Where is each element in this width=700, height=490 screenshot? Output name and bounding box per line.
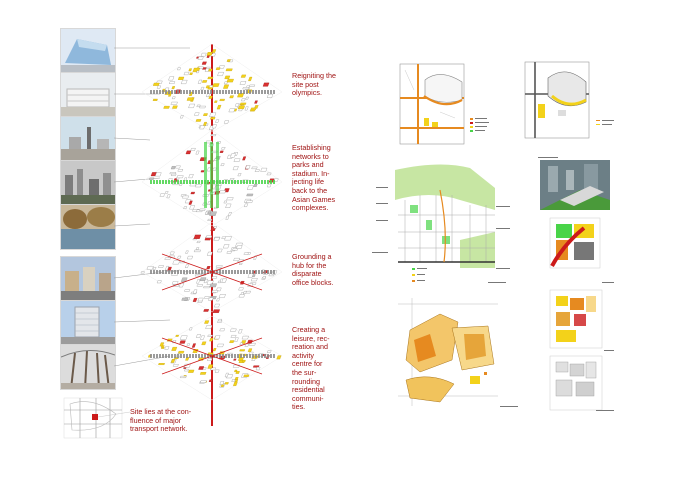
- layer-leisure: [141, 315, 283, 401]
- stadium-facade-photo: [60, 72, 116, 118]
- leader-line: [113, 137, 151, 141]
- plaza-photo: [60, 116, 116, 162]
- water-cube-stadium-photo: [60, 28, 116, 74]
- office-tower-photo: [60, 300, 116, 346]
- caption-reigniting-site: Reigniting the site post olympics.: [292, 71, 336, 98]
- caption-leisure-centre: Creating a leisure, rec- reation and act…: [292, 325, 330, 412]
- layer-reigniting: [141, 43, 283, 133]
- landscape-master-plan: [372, 162, 510, 283]
- leader-line: [113, 223, 151, 227]
- program-diagram: [549, 217, 614, 283]
- context-plan-right: [524, 61, 614, 139]
- massing-plan-right-bottom: [549, 355, 614, 411]
- massing-plan-left: [398, 298, 518, 407]
- context-plan-left: [399, 63, 489, 145]
- render-perspective: [538, 157, 610, 210]
- layer-networks: [141, 129, 283, 231]
- leader-line: [113, 319, 171, 323]
- caption-grounding-hub: Grounding a hub for the disparate office…: [292, 252, 334, 287]
- caption-site-transport: Site lies at the con- fluence of major t…: [130, 407, 192, 434]
- tree-lined-walk-photo: [60, 344, 116, 390]
- park-lake-photo: [60, 204, 116, 250]
- street-buildings-photo: [60, 256, 116, 302]
- massing-plan-right-top: [549, 289, 614, 351]
- site-location-map: [63, 397, 131, 439]
- layer-office-hub: [140, 221, 283, 313]
- caption-establishing-networks: Establishing networks to parks and stadi…: [292, 143, 336, 213]
